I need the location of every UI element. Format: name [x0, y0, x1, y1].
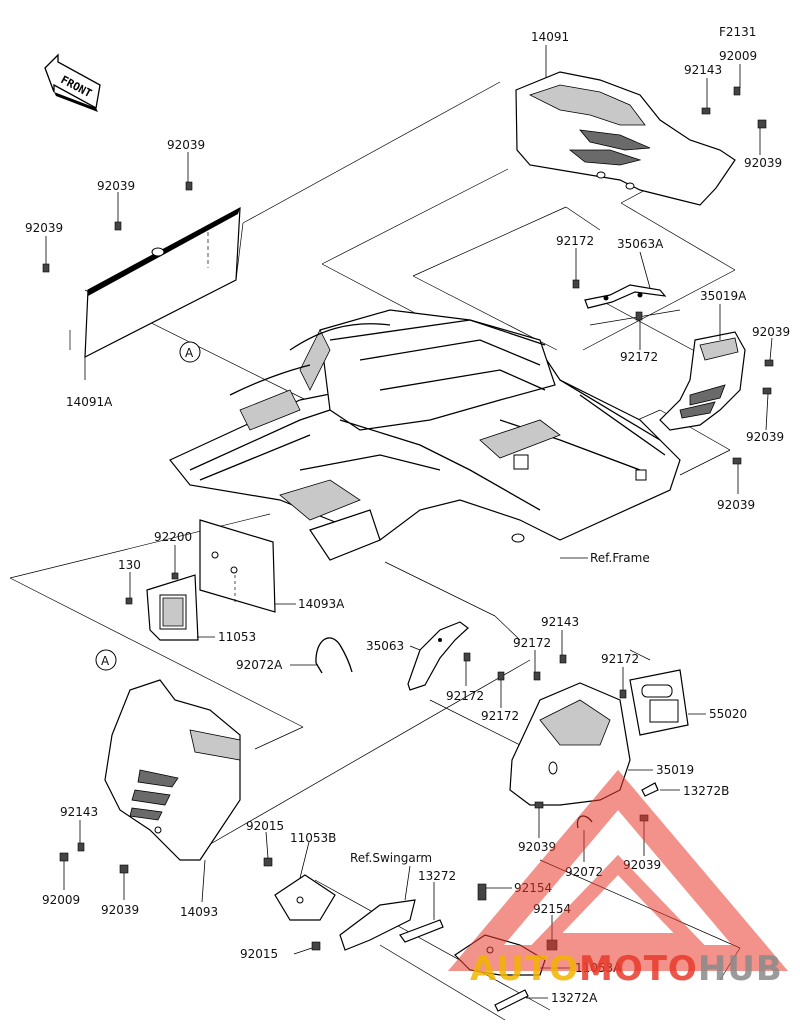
- label-14091: 14091: [531, 30, 569, 44]
- bracket-11053B: [274, 874, 336, 921]
- main-frame: [169, 309, 681, 561]
- svg-text:A: A: [101, 654, 110, 668]
- label-92172-e: 92172: [481, 709, 519, 723]
- label-92154-b: 92154: [533, 902, 571, 916]
- pin-13272B: [641, 782, 659, 797]
- label-92009-low: 92009: [42, 893, 80, 907]
- label-14091A: 14091A: [66, 395, 113, 409]
- rear-cover-14091: [515, 71, 736, 206]
- bracket-55020: [629, 669, 689, 736]
- label-14093A: 14093A: [298, 597, 345, 611]
- label-13272A: 13272A: [551, 991, 598, 1005]
- label-92039-top-right: 92039: [744, 156, 782, 170]
- front-cover-14093: [104, 679, 241, 861]
- label-92200: 92200: [154, 530, 192, 544]
- label-14093: 14093: [180, 905, 218, 919]
- label-11053: 11053: [218, 630, 256, 644]
- guard-35019A: [659, 331, 746, 431]
- label-92015-a: 92015: [246, 819, 284, 833]
- label-13272: 13272: [418, 869, 456, 883]
- front-arrow-icon: FRONT: [44, 53, 101, 112]
- guard-35019: [509, 682, 631, 806]
- label-92039-i: 92039: [101, 903, 139, 917]
- label-92015-b: 92015: [240, 947, 278, 961]
- label-35019: 35019: [656, 763, 694, 777]
- label-35063: 35063: [366, 639, 404, 653]
- label-92039-a: 92039: [167, 138, 205, 152]
- label-92143-low: 92143: [60, 805, 98, 819]
- label-92039-e: 92039: [746, 430, 784, 444]
- label-11053B: 11053B: [290, 831, 336, 845]
- bracket-35063: [407, 621, 469, 691]
- pin-13272A: [494, 989, 529, 1012]
- watermark-part-3: HUB: [698, 949, 783, 989]
- label-55020: 55020: [709, 707, 747, 721]
- label-35063A: 35063A: [617, 237, 664, 251]
- label-92143-top: 92143: [684, 63, 722, 77]
- label-ref-swingarm: Ref.Swingarm: [350, 851, 432, 865]
- label-92172-a: 92172: [556, 234, 594, 248]
- watermark-text: AUTOMOTOHUB: [470, 949, 783, 989]
- leader-lines: [9, 81, 741, 1021]
- label-35019A: 35019A: [700, 289, 747, 303]
- watermark-logo: [447, 769, 789, 971]
- bracket-35063A: [584, 284, 667, 309]
- label-13272B: 13272B: [683, 784, 729, 798]
- label-92172-c: 92172: [513, 636, 551, 650]
- svg-text:A: A: [185, 346, 194, 360]
- label-92039-f: 92039: [717, 498, 755, 512]
- label-92072: 92072: [565, 865, 603, 879]
- part-labels: 14091 92009 92143 92039 92039 92039 9203…: [25, 30, 790, 1005]
- label-92172-f: 92172: [601, 652, 639, 666]
- side-cover-14091A: [84, 206, 241, 359]
- diagram-code: F2131: [719, 25, 756, 39]
- callout-a-upper: A: [179, 341, 201, 363]
- label-ref-frame: Ref.Frame: [590, 551, 650, 565]
- band-92072A: [315, 637, 353, 674]
- label-92072A: 92072A: [236, 658, 283, 672]
- plate-14093A: [199, 519, 276, 613]
- label-92009-top: 92009: [719, 49, 757, 63]
- label-92039-c: 92039: [25, 221, 63, 235]
- label-92172-d: 92172: [446, 689, 484, 703]
- label-92143-mid: 92143: [541, 615, 579, 629]
- label-92039-g: 92039: [518, 840, 556, 854]
- watermark-part-1: AUTO: [470, 949, 579, 989]
- svg-text:AUTOMOTOHUB: AUTOMOTOHUB: [470, 949, 783, 989]
- callout-a-lower: A: [95, 649, 117, 671]
- swingarm-ref-part: [339, 899, 444, 951]
- label-92039-d: 92039: [752, 325, 790, 339]
- watermark-part-2: MOTO: [579, 949, 698, 989]
- label-92039-h: 92039: [623, 858, 661, 872]
- bracket-11053: [146, 574, 199, 641]
- label-92039-b: 92039: [97, 179, 135, 193]
- label-130: 130: [118, 558, 141, 572]
- label-92172-b: 92172: [620, 350, 658, 364]
